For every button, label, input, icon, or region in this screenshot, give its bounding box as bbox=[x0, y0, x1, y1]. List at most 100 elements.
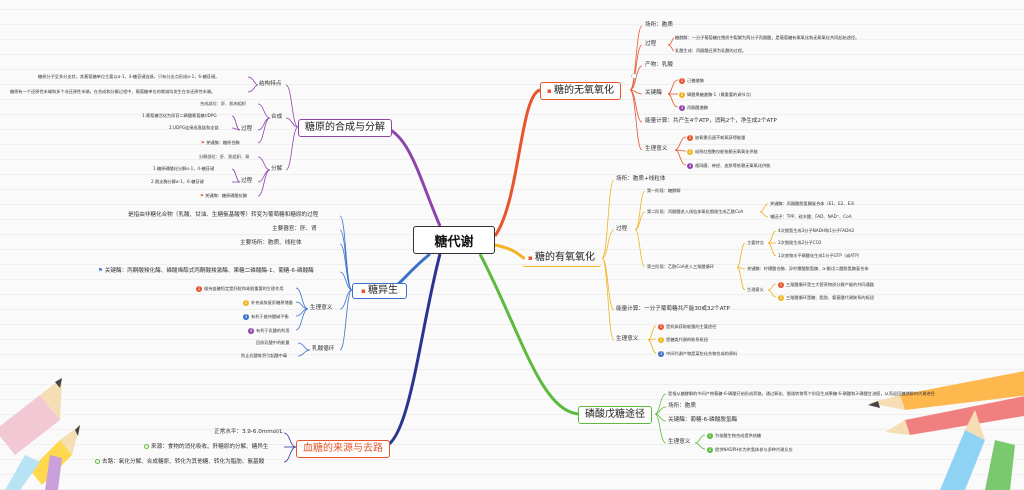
blood-normal: 正常水平：3.9-6.0mmol/L bbox=[214, 429, 283, 435]
bullet-icon: ▪ bbox=[528, 254, 535, 262]
number-badge-icon: 3 bbox=[687, 163, 693, 169]
gng-enzyme: ⚑ 关键酶：丙酮酸羧化酶、磷酸烯醇式丙酮酸羧激酶、果糖二磷酸酶-1、葡糖-6-磷… bbox=[98, 268, 314, 274]
glycogen-structure-item: 糖原分子呈多分支状，其葡萄糖单位主要以α-1，4-糖苷键连接，只有分支点形成α-… bbox=[38, 74, 220, 79]
root-node[interactable]: 糖代谢 bbox=[413, 226, 495, 254]
glycogen-syn-item: 1.葡萄糖活化为尿苷二磷酸葡萄糖UDPG bbox=[142, 113, 217, 118]
gng-lactate: 乳酸循环 bbox=[312, 346, 335, 352]
aerobic-feature: 主要特点 bbox=[747, 240, 764, 245]
glycogen-brk-process: 过程 bbox=[241, 178, 253, 184]
branch-gng-title: 糖异生 bbox=[367, 285, 398, 296]
aerobic-stage-3-enzyme: 关键酶：柠檬酸合酶、异柠檬酸脱氢酶、α-酮戊二酸脱氢酶复合体 bbox=[747, 266, 869, 271]
anaerobic-site: 场所：胞质 bbox=[645, 22, 673, 28]
bullet-icon: ▪ bbox=[361, 287, 368, 295]
branch-glycogen[interactable]: 糖原的合成与分解 bbox=[298, 119, 392, 137]
ppp-site: 场所：胞质 bbox=[668, 403, 696, 409]
branch-anaerobic[interactable]: ▪ 糖的无氧氧化 bbox=[540, 82, 621, 100]
anaerobic-process-item: 糖酵解：一分子葡萄糖在胞质中裂解为两分子丙酮酸，是葡萄糖有氧氧化和无氧氧化共同起… bbox=[675, 35, 860, 40]
gng-meaning: 生理意义 bbox=[310, 305, 333, 311]
branch-glycogen-title: 糖原的合成与分解 bbox=[305, 122, 385, 133]
aerobic-stage-1: 第一阶段：糖酵解 bbox=[647, 188, 681, 193]
number-badge-icon: 3 bbox=[243, 314, 249, 320]
number-badge-icon: 2 bbox=[687, 149, 693, 155]
branch-anaerobic-title: 糖的无氧氧化 bbox=[553, 85, 614, 96]
aerobic-process: 过程 bbox=[616, 226, 628, 232]
glycogen-brk-enzyme: ⚑ 关键酶：糖原磷酸化酶 bbox=[200, 193, 247, 198]
glycogen-syn-enzyme: ⚑ 关键酶：糖原合酶 bbox=[201, 140, 240, 145]
number-badge-icon: 2 bbox=[679, 92, 685, 98]
gng-organ: 主要器官：肝、肾 bbox=[272, 226, 317, 232]
aerobic-stage-3-meaning: 生理意义 bbox=[747, 287, 764, 292]
branch-aerobic[interactable]: ▪ 糖的有氧氧化 bbox=[522, 250, 601, 267]
glycogen-syn-process: 过程 bbox=[241, 126, 253, 132]
number-badge-icon: 1 bbox=[778, 282, 784, 288]
glycogen-structure-item: 糖原有一个还原性末端和多个非还原性末端，在合成和分解过程中，葡萄糖单位的增减均发… bbox=[10, 89, 216, 94]
glycogen-syn-site: 合成部位：肝、肌肉组织 bbox=[200, 101, 247, 106]
gng-definition: 是指由非糖化合物（乳酸、甘油、生糖氨基酸等）转变为葡萄糖和糖原的过程 bbox=[128, 212, 319, 218]
aerobic-stage-3: 第三阶段：乙酰CoA进入三羧酸循环 bbox=[647, 264, 714, 269]
branch-aerobic-title: 糖的有氧氧化 bbox=[534, 252, 595, 263]
number-badge-icon: 1 bbox=[679, 78, 685, 84]
glycogen-brk-item: 1.糖原磷酸化分解α-1，4-糖苷键 bbox=[153, 166, 215, 171]
branch-blood-title: 血糖的来源与去路 bbox=[303, 443, 383, 454]
gng-site: 主要场所：胞质、线粒体 bbox=[240, 240, 302, 246]
ppp-enzyme: 关键酶：葡糖-6-磷酸脱氢酶 bbox=[668, 417, 738, 423]
aerobic-feature-item: 2次脱羧生成2分子CO2 bbox=[778, 240, 822, 245]
aerobic-site: 场所：胞质+线粒体 bbox=[616, 176, 666, 182]
ppp-meaning: 生理意义 bbox=[668, 439, 691, 445]
glycogen-brk-site: 分解部位：肝、肌组织、肾 bbox=[199, 154, 250, 159]
anaerobic-meaning: 生理意义 bbox=[645, 146, 668, 152]
glycogen-brk-item: 2.脱支酶分解α-1，6-糖苷键 bbox=[151, 179, 204, 184]
gng-lactate-item: 防止乳酸堆积引起酸中毒 bbox=[241, 353, 288, 358]
bullet-icon: ▪ bbox=[547, 87, 554, 95]
number-badge-icon: 4 bbox=[248, 328, 254, 334]
branch-blood[interactable]: 血糖的来源与去路 bbox=[296, 440, 390, 458]
anaerobic-energy: 能量计算：共产生4个ATP，消耗2个，净生成2个ATP bbox=[645, 118, 777, 124]
number-badge-icon: 1 bbox=[687, 135, 693, 141]
aerobic-meaning: 生理意义 bbox=[616, 336, 639, 342]
number-badge-icon: 2 bbox=[778, 295, 784, 301]
number-badge-icon: 1 bbox=[196, 286, 202, 292]
flag-icon: ⚑ bbox=[98, 268, 105, 274]
aerobic-feature-item: 4次脱氢生成3分子NADH和1分子FADH2 bbox=[778, 228, 855, 233]
branch-gng[interactable]: ▪ 糖异生 bbox=[352, 283, 407, 299]
flag-icon: ⚑ bbox=[200, 193, 206, 198]
anaerobic-process-item: 乳酸生成：丙酮酸还原为乳酸的过程。 bbox=[675, 48, 747, 53]
glycogen-breakdown: 分解 bbox=[271, 166, 283, 172]
number-badge-icon: 1 bbox=[658, 324, 664, 330]
flag-icon: ⚑ bbox=[201, 140, 207, 145]
pencil-decoration-right bbox=[868, 371, 1024, 490]
number-badge-icon: 2 bbox=[707, 447, 713, 453]
glycogen-structure: 结构特点 bbox=[259, 81, 282, 87]
glycogen-synthesis: 合成 bbox=[271, 114, 283, 120]
branch-ppp[interactable]: 磷酸戊糖途径 bbox=[578, 406, 652, 424]
aerobic-stage-2-item: 辅因子：TPP、硫辛酸、FAD、NAD⁺、CoA bbox=[770, 214, 852, 219]
branch-ppp-title: 磷酸戊糖途径 bbox=[585, 409, 645, 420]
blood-source: 来源：食物的消化吸收、肝糖原的分解、糖异生 bbox=[144, 444, 268, 451]
number-badge-icon: 2 bbox=[658, 337, 664, 343]
anaerobic-product: 产物：乳酸 bbox=[645, 62, 673, 68]
progress-circle-icon bbox=[144, 444, 149, 449]
number-badge-icon: 2 bbox=[243, 300, 249, 306]
number-badge-icon: 1 bbox=[707, 433, 713, 439]
aerobic-stage-2: 第二阶段：丙酮酸进入线粒体氧化脱羧生成乙酰CoA bbox=[647, 209, 744, 214]
aerobic-stage-2-item: 关键酶：丙酮酸脱氢酶复合体（E1、E2、E3） bbox=[770, 201, 858, 206]
gng-lactate-item: 回收乳酸中的能量 bbox=[256, 340, 290, 345]
number-badge-icon: 3 bbox=[658, 351, 664, 357]
